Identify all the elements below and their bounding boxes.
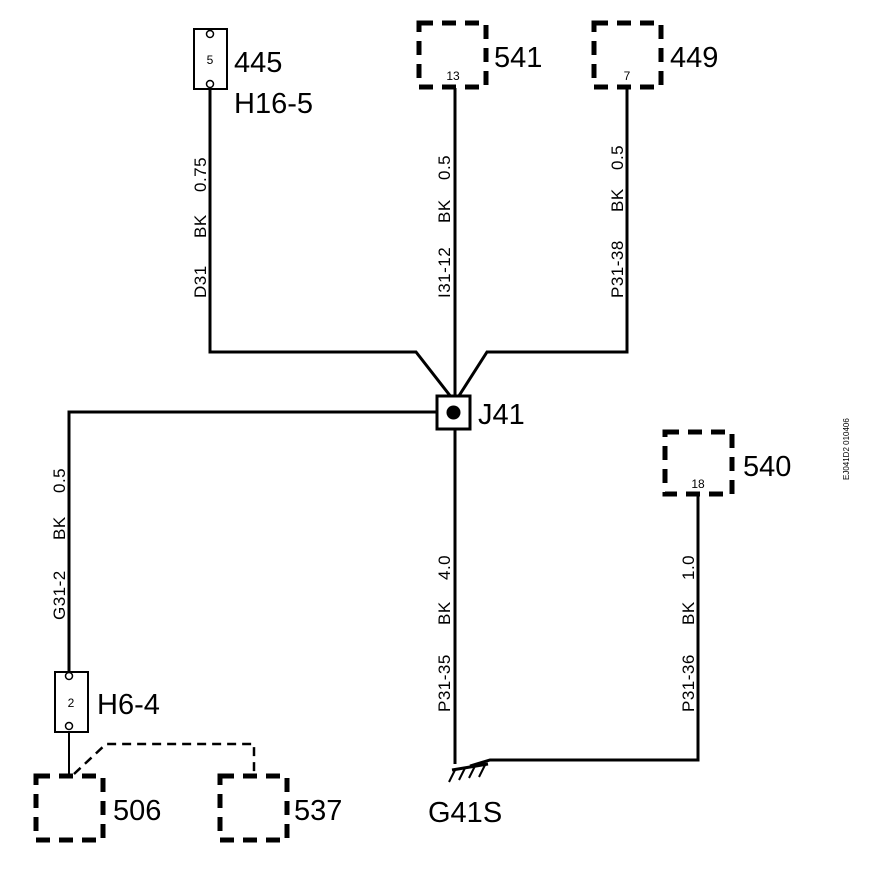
wire-541-color: BK bbox=[435, 199, 454, 223]
connector-541: 13 541 bbox=[416, 20, 542, 90]
connector-449: 7 449 bbox=[591, 20, 718, 90]
wire-445 bbox=[208, 88, 457, 403]
connector-h6-4-label: H6-4 bbox=[97, 689, 160, 721]
ground-g41s-label: G41S bbox=[428, 797, 502, 829]
connector-540-label: 540 bbox=[743, 451, 791, 483]
wire-449 bbox=[453, 88, 629, 403]
wire-445-color: BK bbox=[191, 214, 210, 238]
component-506: 506 bbox=[33, 773, 161, 843]
connector-541-pin: 13 bbox=[446, 69, 460, 83]
wire-left-circuit: G31-2 bbox=[50, 570, 69, 620]
connector-445-sublabel: H16-5 bbox=[234, 88, 313, 120]
dashed-link-506-537 bbox=[73, 742, 256, 776]
wire-541-circuit: I31-12 bbox=[435, 247, 454, 298]
wire-540 bbox=[469, 494, 700, 768]
splice-j41: J41 bbox=[435, 394, 525, 431]
wire-449-gauge: 0.5 bbox=[608, 145, 627, 170]
wire-449-circuit: P31-38 bbox=[608, 240, 627, 298]
wire-540-gauge: 1.0 bbox=[679, 555, 698, 580]
connector-h6-4: 2 H6-4 bbox=[54, 671, 160, 733]
figure-id: EJ041D2 010406 bbox=[842, 418, 851, 480]
wire-540-color: BK bbox=[679, 601, 698, 625]
wire-445-circuit: D31 bbox=[191, 265, 210, 298]
component-506-label: 506 bbox=[113, 795, 161, 827]
connector-445-label: 445 bbox=[234, 47, 282, 79]
connector-540-pin: 18 bbox=[691, 477, 705, 491]
wire-449-color: BK bbox=[608, 188, 627, 212]
wire-ground-gauge: 4.0 bbox=[435, 555, 454, 580]
wire-ground-circuit: P31-35 bbox=[435, 654, 454, 712]
wire-540-circuit: P31-36 bbox=[679, 654, 698, 712]
component-537-label: 537 bbox=[294, 795, 342, 827]
connector-540: 18 540 bbox=[662, 429, 791, 497]
splice-j41-label: J41 bbox=[478, 399, 525, 431]
connector-449-pin: 7 bbox=[624, 69, 631, 83]
wire-541-gauge: 0.5 bbox=[435, 155, 454, 180]
wire-left-color: BK bbox=[50, 516, 69, 540]
connector-h6-4-pin: 2 bbox=[68, 696, 75, 710]
wire-left bbox=[67, 410, 440, 672]
wire-left-gauge: 0.5 bbox=[50, 468, 69, 493]
connector-541-label: 541 bbox=[494, 42, 542, 74]
connector-445: 5 445 H16-5 bbox=[193, 28, 313, 120]
connector-445-pin: 5 bbox=[207, 53, 214, 67]
wire-ground-color: BK bbox=[435, 601, 454, 625]
wire-445-gauge: 0.75 bbox=[191, 157, 210, 192]
ground-g41s: G41S bbox=[428, 762, 502, 829]
connector-449-label: 449 bbox=[670, 42, 718, 74]
component-537: 537 bbox=[217, 773, 342, 843]
